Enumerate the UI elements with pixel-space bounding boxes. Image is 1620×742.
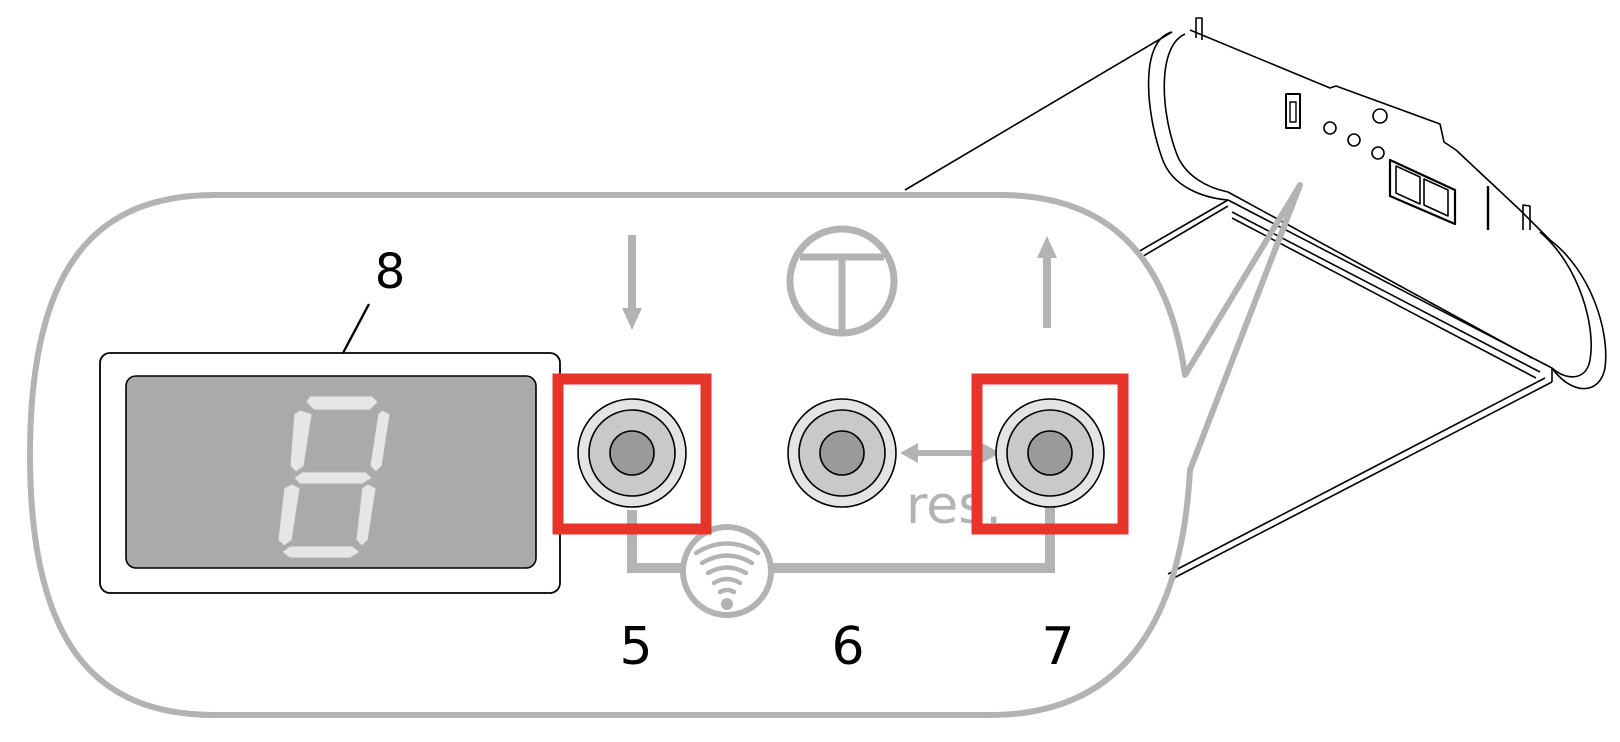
panel-outline	[27, 182, 1303, 718]
up-button[interactable]	[995, 398, 1105, 508]
mode-button[interactable]	[787, 398, 897, 508]
arrow-up-icon	[1037, 236, 1057, 328]
heater-device-illustration	[904, 17, 1607, 581]
callout-8-leader	[341, 303, 371, 354]
thermostat-t-icon	[786, 225, 898, 337]
double-arrow-icon	[900, 443, 1000, 463]
down-button[interactable]	[577, 398, 687, 508]
callout-5-label: 5	[619, 617, 652, 677]
wifi-icon	[680, 524, 774, 618]
callout-7-label: 7	[1041, 617, 1074, 677]
highlight-box-up-button	[971, 373, 1129, 535]
display-unit: 8	[99, 352, 561, 594]
seven-segment-digit	[277, 395, 391, 559]
callout-8-label: 8	[375, 244, 406, 300]
callout-6-label: 6	[831, 617, 864, 677]
highlight-box-down-button	[552, 373, 712, 535]
arrow-down-icon	[622, 235, 642, 330]
